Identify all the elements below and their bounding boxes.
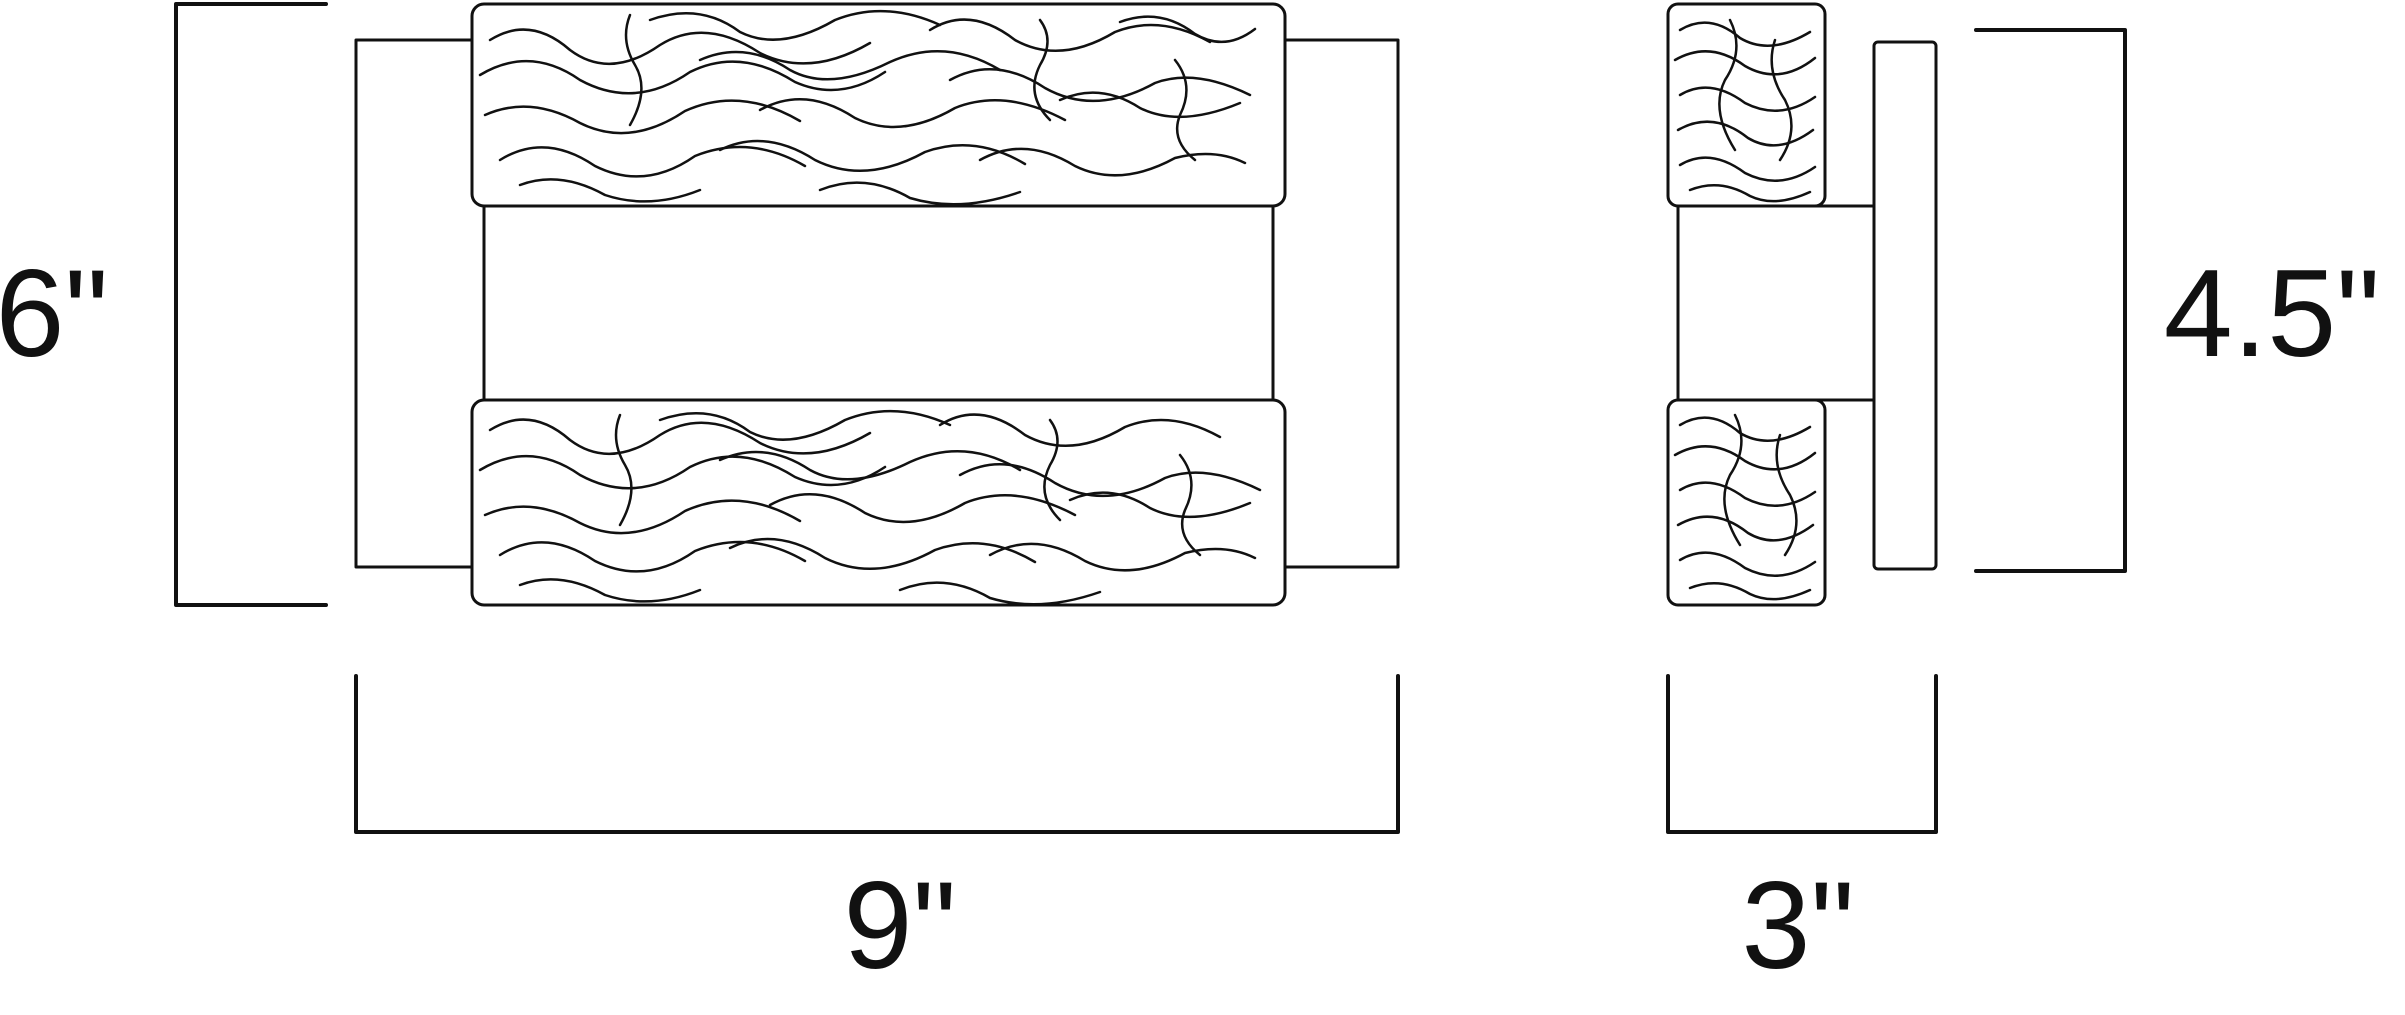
side-bottom-glass-texture [1673, 413, 1817, 601]
front-view [174, 2, 1400, 834]
side-backplate [1872, 40, 1938, 571]
front-center-body [482, 204, 1275, 402]
height-label: 6" [0, 245, 108, 383]
side-bottom-glass-panel [1666, 398, 1827, 607]
depth-label: 3" [1742, 857, 1855, 995]
backplate-height-bracket [1974, 28, 2127, 573]
height-bracket [174, 2, 328, 607]
front-backplate [354, 38, 1400, 569]
side-view [1666, 2, 2127, 834]
side-top-glass-texture [1673, 18, 1817, 203]
width-label: 9" [844, 857, 957, 995]
width-bracket [354, 674, 1400, 834]
front-top-glass-panel [470, 2, 1287, 208]
front-bottom-glass-panel [470, 398, 1287, 607]
front-top-glass-texture [478, 9, 1257, 206]
depth-bracket [1666, 674, 1938, 834]
front-bottom-glass-texture [478, 409, 1262, 606]
backplate-height-label: 4.5" [2164, 245, 2380, 383]
side-center-body [1676, 204, 1876, 402]
